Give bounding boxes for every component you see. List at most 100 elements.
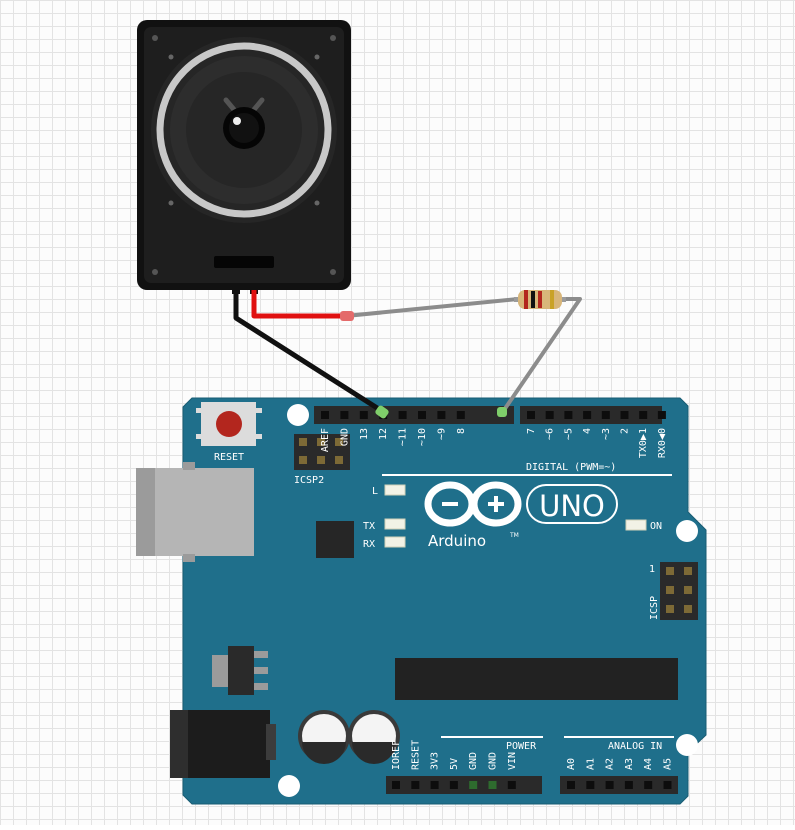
header-pin[interactable] xyxy=(586,781,595,789)
power-label: POWER xyxy=(506,741,537,752)
wire-end-red xyxy=(340,311,354,321)
pin-label: A5 xyxy=(663,758,674,770)
pin-label: ~6 xyxy=(545,428,556,440)
analog-divider xyxy=(564,736,674,738)
pin-label: 7 xyxy=(526,428,537,434)
led-tx xyxy=(384,518,406,530)
header-pin[interactable] xyxy=(663,781,672,789)
pin-label: AREF xyxy=(320,428,331,452)
svg-text:UNO: UNO xyxy=(539,489,605,523)
digital-label: DIGITAL (PWM=~) xyxy=(526,462,616,473)
icsp-header xyxy=(660,562,698,620)
pin-label: A3 xyxy=(624,758,635,770)
header-pin[interactable] xyxy=(340,411,349,419)
pin-label: A1 xyxy=(585,758,596,770)
pin-label: GND xyxy=(488,752,499,770)
header-pin[interactable] xyxy=(418,411,426,419)
header-pin[interactable] xyxy=(507,781,516,789)
header-pin[interactable] xyxy=(359,411,368,419)
trademark-label: TM xyxy=(509,532,519,539)
usb-connector xyxy=(136,462,254,562)
header-pin[interactable] xyxy=(437,411,446,419)
uno-badge: UNO xyxy=(526,484,618,524)
header-pin[interactable] xyxy=(411,781,420,789)
pin-label: 13 xyxy=(359,428,370,440)
header-pin[interactable] xyxy=(398,411,407,419)
pin-label: RESET xyxy=(410,740,421,770)
digital-header-left xyxy=(314,406,514,424)
icsp-pin1-label: 1 xyxy=(649,564,655,575)
header-pin[interactable] xyxy=(583,411,592,419)
header-pin[interactable] xyxy=(567,781,575,789)
header-pin[interactable] xyxy=(527,411,535,419)
led-on xyxy=(625,519,647,531)
pin-label: 12 xyxy=(378,428,389,440)
pin-label: 4 xyxy=(582,428,593,434)
speaker[interactable] xyxy=(137,20,351,294)
wire-end-green xyxy=(497,407,507,417)
pin-label: 5V xyxy=(449,758,460,770)
capacitor xyxy=(298,710,350,764)
pin-label: ~9 xyxy=(436,428,447,440)
pin-label: VIN xyxy=(507,752,518,770)
header-pin[interactable] xyxy=(624,781,633,789)
led-tx-label: TX xyxy=(363,521,375,532)
mounting-hole xyxy=(278,775,300,797)
led-l-label: L xyxy=(372,486,378,497)
digital-header-right xyxy=(520,406,666,424)
resistor[interactable] xyxy=(514,290,566,309)
wire-end-green xyxy=(375,405,389,419)
pin-label: GND xyxy=(339,428,350,446)
header-pin[interactable] xyxy=(392,781,400,789)
arduino-uno-board[interactable]: RESET ICSP2 L TX RX ON xyxy=(136,397,707,805)
header-pin[interactable] xyxy=(657,411,666,419)
gray-wire-to-pin8[interactable] xyxy=(500,297,582,415)
reset-button[interactable] xyxy=(196,402,262,446)
header-pin[interactable] xyxy=(644,781,653,789)
pin-label: 8 xyxy=(456,428,467,434)
header-pin[interactable] xyxy=(430,781,439,789)
pin-label: ~5 xyxy=(563,428,574,440)
capacitor xyxy=(348,710,400,764)
reset-label: RESET xyxy=(214,452,244,463)
pin-label: A4 xyxy=(643,758,654,770)
header-pin[interactable] xyxy=(601,411,610,419)
led-on-label: ON xyxy=(650,521,662,532)
mounting-hole xyxy=(676,734,698,756)
header-pin[interactable] xyxy=(449,781,458,789)
arduino-logo xyxy=(424,481,522,527)
analog-label: ANALOG IN xyxy=(608,741,662,752)
brand-label: Arduino xyxy=(428,532,486,550)
header-pin[interactable] xyxy=(564,411,573,419)
header-pin[interactable] xyxy=(456,411,465,419)
icsp2-label: ICSP2 xyxy=(294,475,324,486)
voltage-regulator xyxy=(212,646,268,695)
icsp2-header xyxy=(294,434,350,470)
pin-label: ~11 xyxy=(398,428,409,446)
power-jack xyxy=(170,710,276,778)
usb-chip xyxy=(316,521,354,558)
led-rx-label: RX xyxy=(363,539,375,550)
header-pin[interactable] xyxy=(605,781,614,789)
analog-header xyxy=(560,776,678,794)
header-pin[interactable] xyxy=(620,411,629,419)
digital-divider xyxy=(382,474,672,476)
pin-label: ~3 xyxy=(601,428,612,440)
led-rx xyxy=(384,536,406,548)
header-pin[interactable] xyxy=(545,411,554,419)
header-pin[interactable] xyxy=(321,411,329,419)
red-wire[interactable] xyxy=(251,290,346,319)
icsp-label: ICSP xyxy=(649,596,660,620)
header-pin[interactable] xyxy=(639,411,648,419)
header-pin[interactable] xyxy=(469,781,478,789)
pin-label: ~10 xyxy=(417,428,428,446)
black-wire[interactable] xyxy=(233,290,387,416)
pin-label: A0 xyxy=(566,758,577,770)
gray-wire-to-resistor[interactable] xyxy=(345,297,519,318)
pin-label: RX0◀0 xyxy=(657,428,668,458)
power-divider xyxy=(441,736,543,738)
led-l xyxy=(384,484,406,496)
pin-label: TX0▶1 xyxy=(638,428,649,458)
header-pin[interactable] xyxy=(488,781,497,789)
